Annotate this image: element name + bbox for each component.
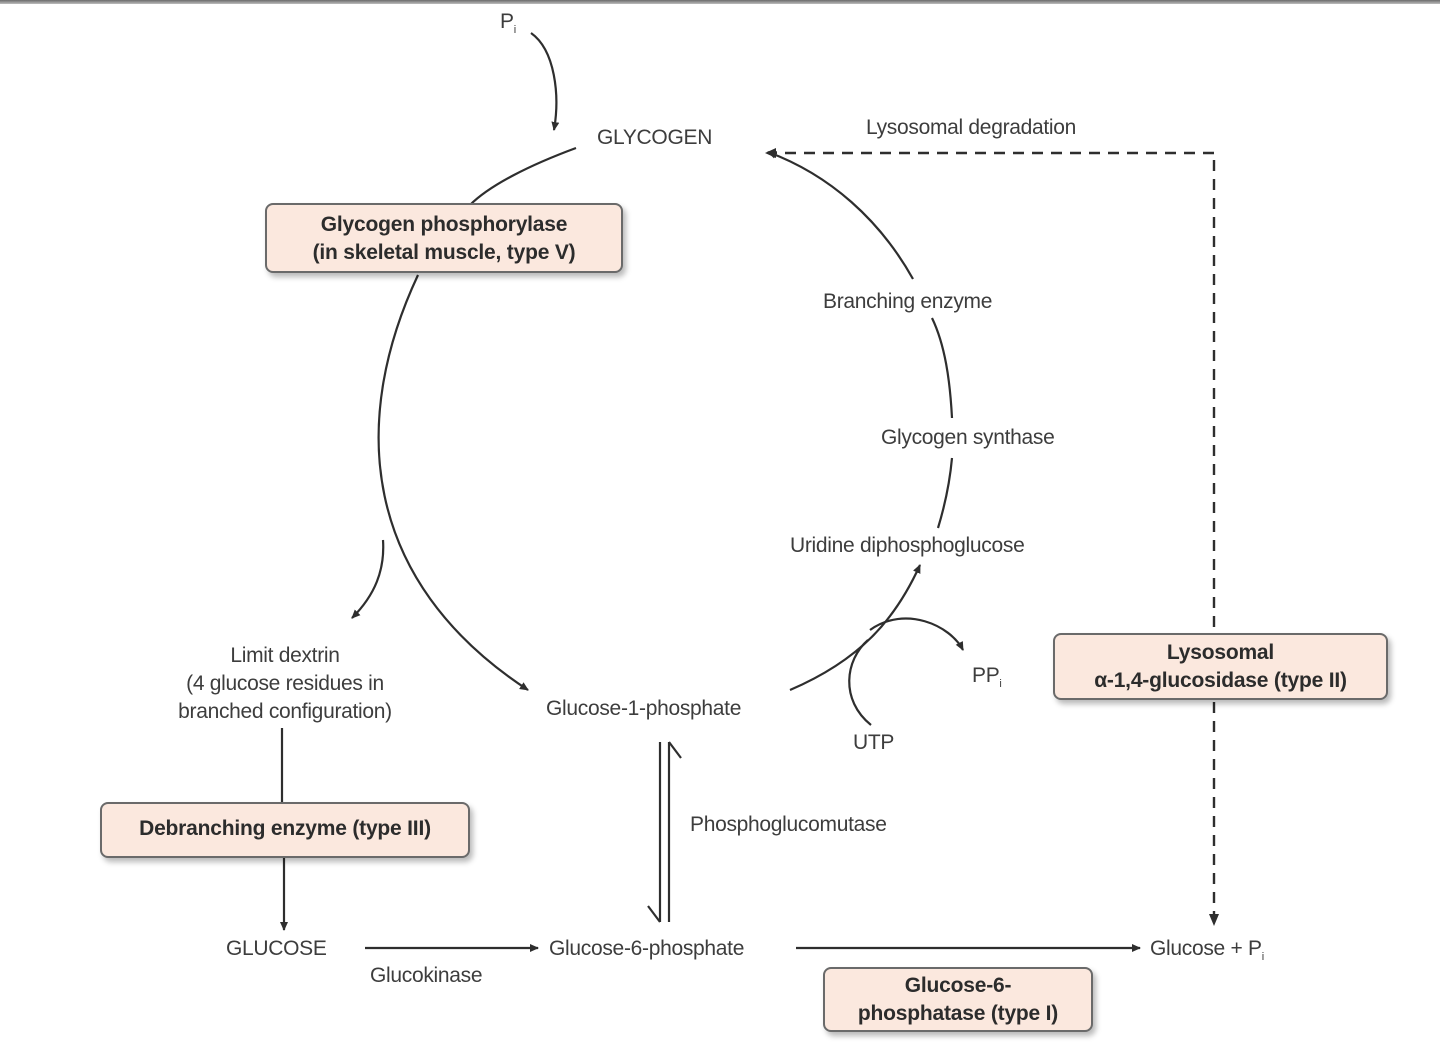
- g1p-to-udpg-arrow: [789, 564, 922, 692]
- utp-label: UTP: [853, 731, 895, 754]
- ppi-label: PPi: [972, 664, 1002, 690]
- glucose-label: GLUCOSE: [226, 937, 327, 960]
- top-border: [0, 0, 1440, 4]
- glucose-6-phosphate-label: Glucose-6-phosphate: [549, 937, 745, 960]
- branching-enzyme-label: Branching enzyme: [823, 290, 993, 313]
- lysosomal-line2: α-1,4-glucosidase (type II): [1094, 669, 1347, 692]
- g6pase-line1: Glucose-6-: [904, 974, 1012, 997]
- limit-dextrin-line3: branched configuration): [178, 700, 392, 723]
- limit-dextrin-line1: Limit dextrin: [230, 644, 340, 667]
- pi-label: Pi: [500, 10, 516, 36]
- phosphorylase-line2: (in skeletal muscle, type V): [312, 241, 576, 264]
- limit-dextrin-line2: (4 glucose residues in: [186, 672, 384, 695]
- phosphorylase-to-g1p-arc: [377, 274, 529, 691]
- phosphorylase-line1: Glycogen phosphorylase: [320, 213, 568, 236]
- lysosomal-degradation-label: Lysosomal degradation: [866, 116, 1077, 139]
- glucose-6-phosphatase-box: Glucose-6- phosphatase (type I): [823, 967, 1093, 1032]
- branching-to-glycogen-arrow: [767, 150, 914, 280]
- utp-in-arc: [848, 639, 872, 726]
- lysosomal-arrowhead-left: [765, 148, 776, 158]
- glycogen-to-phosphorylase-arc: [469, 146, 577, 206]
- udp-glucose-label: Uridine diphosphoglucose: [790, 534, 1025, 557]
- synthase-to-branching-arc: [931, 317, 954, 419]
- g6p-to-g1p-head: [668, 741, 682, 759]
- glycogen-phosphorylase-box: Glycogen phosphorylase (in skeletal musc…: [265, 203, 623, 273]
- limit-dextrin-label: Limit dextrin (4 glucose residues in bra…: [140, 642, 430, 726]
- glucose-1-phosphate-label: Glucose-1-phosphate: [546, 697, 742, 720]
- glycogen-label: GLYCOGEN: [597, 126, 713, 149]
- glycogen-synthase-label: Glycogen synthase: [881, 426, 1055, 449]
- ppi-out-arrow: [869, 617, 964, 651]
- to-limit-dextrin-arrow: [351, 539, 385, 619]
- lysosomal-glucosidase-box: Lysosomal α-1,4-glucosidase (type II): [1053, 633, 1388, 700]
- glucose-pi-label: Glucose + Pi: [1150, 937, 1264, 963]
- phosphoglucomutase-label: Phosphoglucomutase: [690, 813, 887, 836]
- pi-to-glycogen-arrow: [530, 32, 560, 131]
- lysosomal-line1: Lysosomal: [1166, 641, 1275, 664]
- g1p-to-g6p-head: [647, 905, 661, 923]
- debranching-enzyme-box: Debranching enzyme (type III): [100, 802, 470, 858]
- g6pase-line2: phosphatase (type I): [857, 1002, 1059, 1025]
- udpg-to-synthase-arc: [936, 457, 954, 529]
- lysosomal-arrowhead-down: [1209, 914, 1219, 926]
- glucokinase-label: Glucokinase: [370, 964, 483, 987]
